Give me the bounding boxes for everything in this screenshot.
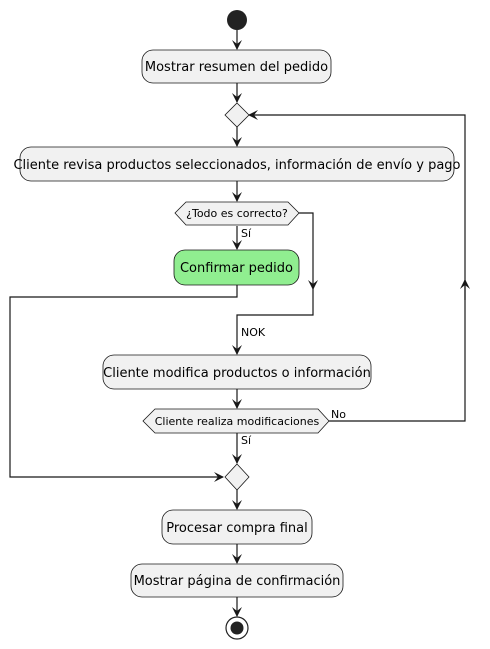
flow-confirm-to-end-merge [9,285,238,482]
flow-nok-to-modify [232,289,314,355]
decision-label: Cliente realiza modificaciones [155,415,320,428]
merge-diamond-end [224,463,250,491]
activity-label: Mostrar página de confirmación [134,574,341,589]
guard-nok: NOK [241,326,266,339]
activity-label: Mostrar resumen del pedido [145,60,328,75]
guard-no: No [331,408,346,421]
guard-yes-2: Sí [241,434,252,447]
activity-show-confirmation: Mostrar página de confirmación [130,563,344,598]
merge-diamond-loop [224,102,250,128]
activity-label: Cliente revisa productos seleccionados, … [13,158,460,173]
flow-no-branch [299,212,318,290]
start-node [227,10,247,30]
activity-confirm-order: Confirmar pedido [173,249,300,286]
decision-label: ¿Todo es correcto? [186,207,288,220]
decision-made-changes: Cliente realiza modificaciones [142,408,330,434]
activity-modify: Cliente modifica productos o información [102,354,372,390]
activity-label: Confirmar pedido [180,261,293,276]
decision-all-correct: ¿Todo es correcto? [174,201,300,226]
activity-review: Cliente revisa productos seleccionados, … [13,146,461,182]
activity-process: Procesar compra final [161,509,313,545]
activity-show-summary: Mostrar resumen del pedido [141,49,332,84]
flow-loop-back [248,110,466,422]
end-node [225,616,249,640]
guard-yes-1: Sí [241,227,252,240]
activity-label: Procesar compra final [166,521,307,536]
activity-label: Cliente modifica productos o información [103,366,371,381]
